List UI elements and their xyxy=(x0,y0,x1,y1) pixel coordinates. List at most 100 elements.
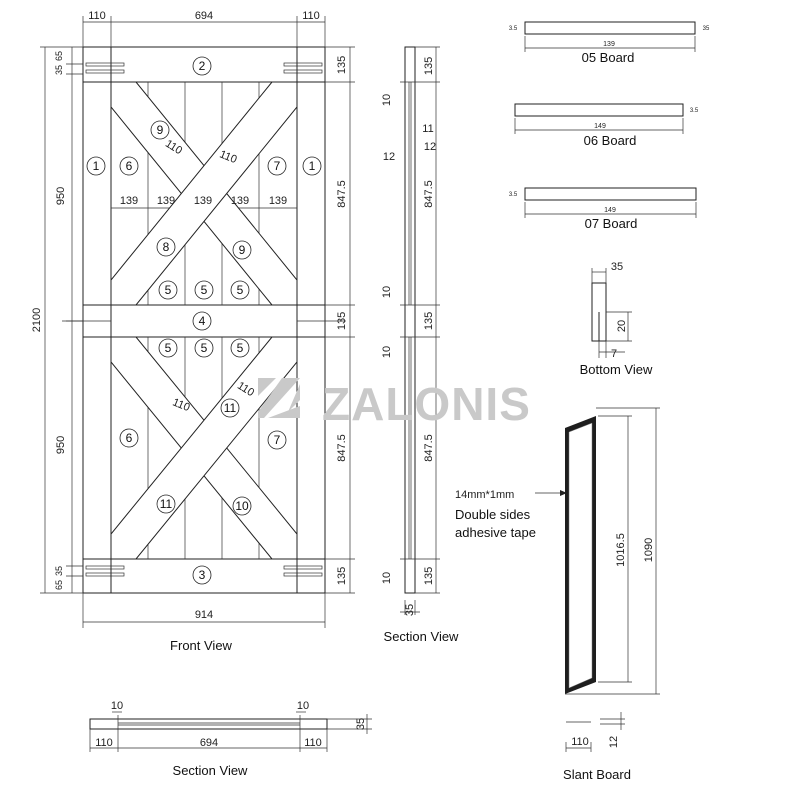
tape-line2: Double sides xyxy=(455,507,531,522)
bottom-view-dim-35: 35 xyxy=(611,261,623,273)
dim-panel-3: 139 xyxy=(194,195,212,207)
part-9-upper: 9 xyxy=(150,120,170,140)
side-dim-135-top: 135 xyxy=(423,57,435,75)
svg-text:7: 7 xyxy=(274,159,281,173)
front-view-caption: Front View xyxy=(170,638,233,653)
part-11-upper: 11 xyxy=(220,398,240,418)
board-07-width: 149 xyxy=(604,207,616,214)
board-05-small-right: 35 xyxy=(703,26,710,32)
bottom-view-caption: Bottom View xyxy=(580,362,653,377)
svg-text:4: 4 xyxy=(199,314,206,328)
slant-dim-12: 12 xyxy=(608,736,620,748)
part-2: 2 xyxy=(192,56,212,76)
board-06-width: 149 xyxy=(594,123,606,130)
part-7-lower: 7 xyxy=(267,430,287,450)
svg-text:1: 1 xyxy=(309,159,316,173)
svg-text:6: 6 xyxy=(126,431,133,445)
dim-top-center: 694 xyxy=(195,10,213,22)
svg-text:5: 5 xyxy=(165,283,172,297)
side-dim-10-c: 10 xyxy=(381,346,393,358)
tape-label: 14mm*1mm Double sides adhesive tape xyxy=(455,489,567,540)
board-07: 149 3.5 07 Board xyxy=(509,187,697,231)
dim-top-left: 110 xyxy=(88,10,106,22)
tape-size: 14mm*1mm xyxy=(455,489,514,501)
part-5-lower-a: 5 xyxy=(158,338,178,358)
front-panel-dims: 139 139 139 139 139 xyxy=(120,195,287,207)
part-3: 3 xyxy=(192,565,212,585)
slant-dim-1090: 1090 xyxy=(643,538,655,562)
side-dim-847-lower: 847.5 xyxy=(423,434,435,462)
part-5-upper-c: 5 xyxy=(230,280,250,300)
section-side-caption: Section View xyxy=(384,629,460,644)
part-labels: 1 1 2 3 4 5 5 5 5 5 5 6 6 7 7 8 9 9 10 1… xyxy=(86,56,322,585)
board-06-small: 3.5 xyxy=(690,108,699,114)
watermark-text: ZALONIS xyxy=(322,378,531,430)
bottom-section-dim-35: 35 xyxy=(355,718,367,730)
dim-left-65-top: 65 xyxy=(54,51,64,61)
svg-text:9: 9 xyxy=(239,243,246,257)
dim-panel-2: 139 xyxy=(157,195,175,207)
dim-left-35-top: 35 xyxy=(54,65,64,75)
svg-text:9: 9 xyxy=(157,123,164,137)
door-outline xyxy=(82,46,326,594)
svg-text:2: 2 xyxy=(199,59,206,73)
lower-x-brace xyxy=(110,336,298,560)
part-10: 10 xyxy=(232,496,252,516)
board-05-caption: 05 Board xyxy=(582,50,635,65)
slant-board: 1016.5 1090 110 12 Slant Board xyxy=(563,407,660,782)
dim-left-65-bottom: 65 xyxy=(54,580,64,590)
bottom-view-dim-20: 20 xyxy=(616,320,628,332)
dim-panel-5: 139 xyxy=(269,195,287,207)
board-06-caption: 06 Board xyxy=(584,133,637,148)
part-9-lower: 9 xyxy=(232,240,252,260)
hinge-marks xyxy=(62,62,346,577)
svg-text:7: 7 xyxy=(274,433,281,447)
slant-board-caption: Slant Board xyxy=(563,767,631,782)
dim-right-135-bottom: 135 xyxy=(336,567,348,585)
bottom-section-dim-10-right: 10 xyxy=(297,700,309,712)
part-7-upper: 7 xyxy=(267,156,287,176)
board-05-width: 139 xyxy=(603,41,615,48)
svg-text:11: 11 xyxy=(160,497,173,511)
front-bottom-dim: 914 xyxy=(82,593,326,628)
bottom-section-dim-110-left: 110 xyxy=(95,737,113,749)
part-5-upper-b: 5 xyxy=(194,280,214,300)
front-left-dims: 65 35 950 950 35 65 2100 xyxy=(31,46,83,594)
side-dim-847-upper: 847.5 xyxy=(423,180,435,208)
dim-left-950-lower: 950 xyxy=(55,436,67,454)
dim-total-height: 2100 xyxy=(31,308,43,332)
part-4: 4 xyxy=(192,311,212,331)
board-05-small-left: 3.5 xyxy=(509,26,518,32)
board-06: 149 3.5 06 Board xyxy=(514,103,699,148)
section-view-side: 10 12 10 10 10 11 12 135 847.5 135 847.5… xyxy=(381,46,460,644)
side-dim-10-d: 10 xyxy=(381,572,393,584)
front-top-dims: 110 694 110 xyxy=(82,10,326,47)
dim-top-right: 110 xyxy=(302,10,320,22)
dim-total-width: 914 xyxy=(195,609,213,621)
part-6-lower: 6 xyxy=(119,428,139,448)
bottom-section-dim-10-left: 10 xyxy=(111,700,123,712)
part-6-upper: 6 xyxy=(119,156,139,176)
svg-text:10: 10 xyxy=(235,499,249,513)
side-dim-11: 11 xyxy=(422,123,433,135)
dim-left-35-bottom: 35 xyxy=(54,566,64,576)
slant-dim-1016: 1016.5 xyxy=(615,533,627,567)
dim-right-135-middle: 135 xyxy=(336,312,348,330)
svg-text:6: 6 xyxy=(126,159,133,173)
svg-text:8: 8 xyxy=(163,240,170,254)
svg-text:5: 5 xyxy=(201,283,208,297)
svg-text:3: 3 xyxy=(199,568,206,582)
section-view-bottom: 10 10 110 694 110 35 Section View xyxy=(89,700,372,778)
part-5-lower-c: 5 xyxy=(230,338,250,358)
bottom-view: 35 20 7 Bottom View xyxy=(580,261,653,377)
section-bottom-caption: Section View xyxy=(173,763,249,778)
svg-text:1: 1 xyxy=(93,159,100,173)
dim-left-950-upper: 950 xyxy=(55,187,67,205)
watermark-logo-icon xyxy=(258,378,300,418)
part-11-lower: 11 xyxy=(156,494,176,514)
svg-text:5: 5 xyxy=(201,341,208,355)
side-dim-10-a: 10 xyxy=(381,94,393,106)
bottom-section-dim-694: 694 xyxy=(200,737,218,749)
board-05: 139 3.5 35 05 Board xyxy=(509,21,710,65)
